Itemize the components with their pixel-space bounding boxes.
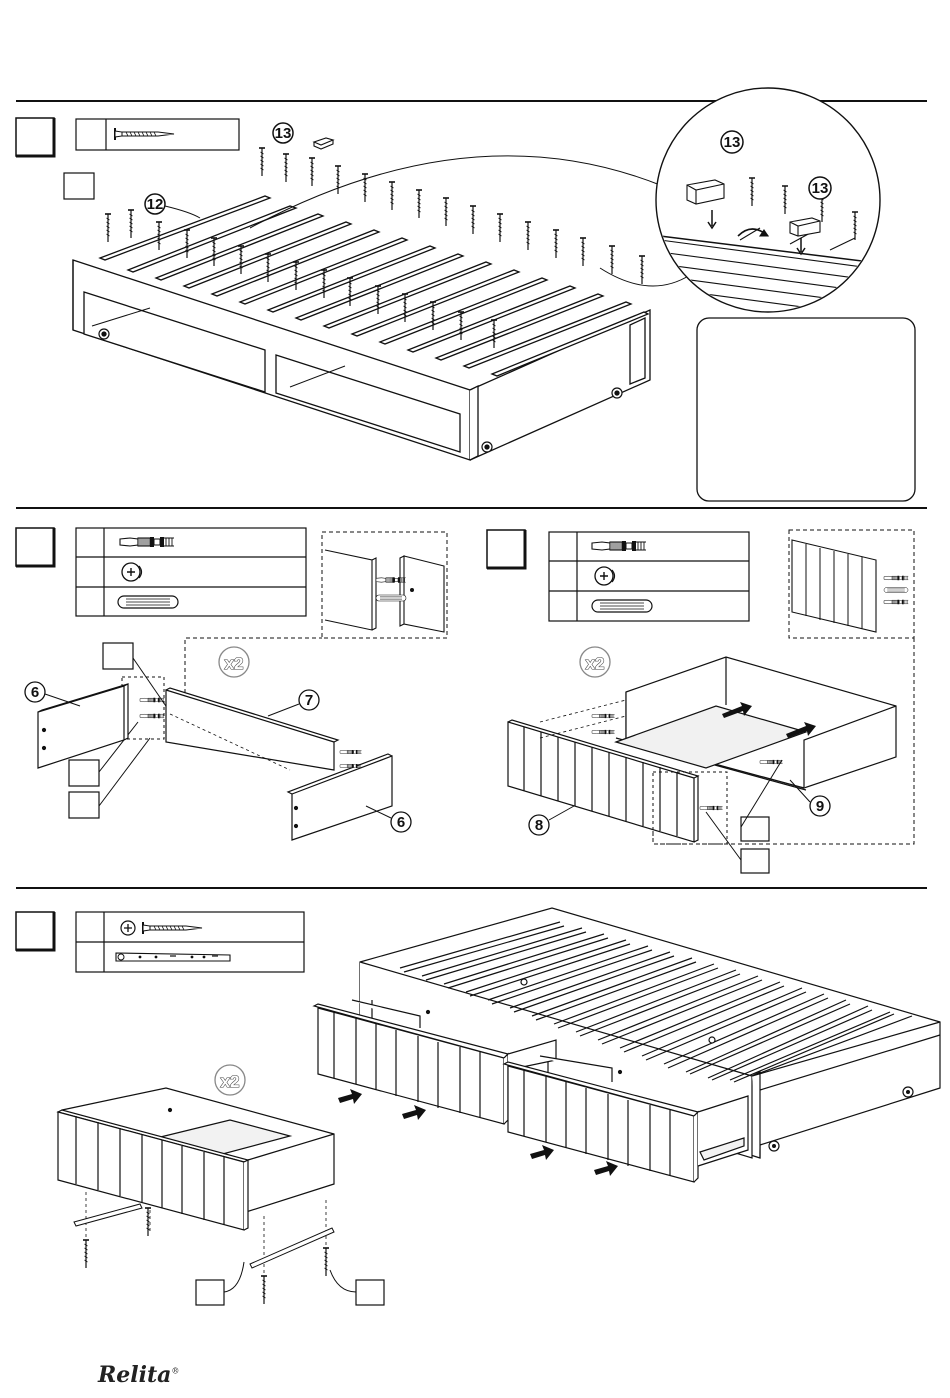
step-1-section: 12 13: [16, 88, 915, 501]
svg-text:6: 6: [31, 684, 39, 701]
part-7-callout: 7: [268, 690, 319, 716]
step-2-number-box: [16, 528, 54, 566]
svg-text:12: 12: [147, 196, 164, 213]
svg-text:13: 13: [275, 125, 292, 142]
cam-bolt-icon: [592, 730, 615, 734]
svg-text:x2: x2: [586, 654, 605, 673]
drawer-assembled: [58, 1088, 334, 1230]
cam-bolt-icon: [140, 714, 164, 719]
part-13-callout: 13: [273, 123, 333, 149]
step-3-section: x2 8 9: [487, 530, 914, 873]
cam-bolt-icon: [120, 537, 174, 547]
brand-logo: Relita®: [98, 1362, 179, 1388]
step-1-hardware-table: [76, 119, 239, 150]
wooden-dowel-icon: [592, 600, 652, 612]
note-box: [697, 318, 915, 501]
step-4-qty-box: [356, 1280, 384, 1305]
step-4-hardware-table: [76, 912, 304, 972]
wheel-icon: [482, 442, 492, 452]
cam-bolt-icon: [340, 764, 362, 768]
cam-bolt-icon: [592, 541, 646, 551]
wooden-dowel-icon: [118, 596, 178, 608]
svg-text:x2: x2: [221, 1072, 240, 1091]
svg-text:8: 8: [535, 817, 543, 834]
detail-leader-line: [600, 268, 690, 286]
step-3-detail-box: [789, 530, 914, 638]
step-2-detail-box: [322, 532, 447, 638]
insert-arrow: [402, 1105, 426, 1120]
step-2-hardware-table: [76, 528, 306, 616]
step-4-qty-box: [196, 1280, 224, 1305]
cam-bolt-icon: [140, 698, 164, 703]
wheel-icon: [769, 1141, 779, 1151]
x2-multiplier: x2: [219, 647, 249, 677]
svg-text:7: 7: [305, 692, 313, 709]
cam-bolt-icon: [700, 806, 723, 810]
phillips-screw-icon: [261, 1276, 267, 1304]
step-4-section: x2: [16, 908, 940, 1305]
svg-text:9: 9: [816, 798, 824, 815]
detail-magnifier: 13 13: [656, 88, 880, 328]
drawer-runner-icon: [116, 953, 230, 961]
svg-text:6: 6: [397, 814, 405, 831]
part-8-callout: 8: [529, 806, 574, 835]
step-3-number-box: [487, 530, 525, 568]
step-2-qty-box: [103, 643, 133, 669]
insert-arrow: [594, 1161, 618, 1176]
part-13-callout: 13: [721, 131, 743, 153]
svg-text:x2: x2: [225, 654, 244, 673]
cam-bolt-icon: [340, 750, 362, 754]
wheel-icon: [99, 329, 109, 339]
step-2-qty-box: [69, 792, 99, 818]
wheel-icon: [612, 388, 622, 398]
step-3-qty-box: [741, 849, 769, 873]
step-2-section: x2 6 7: [16, 528, 447, 840]
svg-text:13: 13: [724, 134, 741, 151]
phillips-screw-icon: [323, 1248, 329, 1276]
brand-name: Relita: [98, 1362, 171, 1388]
x2-multiplier: x2: [215, 1065, 245, 1095]
insert-arrow: [338, 1089, 362, 1104]
phillips-screw-icon: [83, 1240, 89, 1268]
brand-trademark: ®: [171, 1367, 179, 1376]
part-12-callout: 12: [145, 194, 200, 218]
step-1-number-box: [16, 118, 54, 156]
wheel-icon: [903, 1087, 913, 1097]
cam-bolt-icon: [760, 760, 783, 764]
step-3-hardware-table: [549, 532, 749, 621]
svg-text:13: 13: [812, 180, 829, 197]
cam-bolt-icon: [592, 714, 615, 718]
step-4-number-box: [16, 912, 54, 950]
insert-arrow: [530, 1145, 554, 1160]
step-2-qty-box: [69, 760, 99, 786]
step-1-qty-box: [64, 173, 94, 199]
part-13-callout: 13: [809, 177, 831, 199]
x2-multiplier: x2: [580, 647, 610, 677]
